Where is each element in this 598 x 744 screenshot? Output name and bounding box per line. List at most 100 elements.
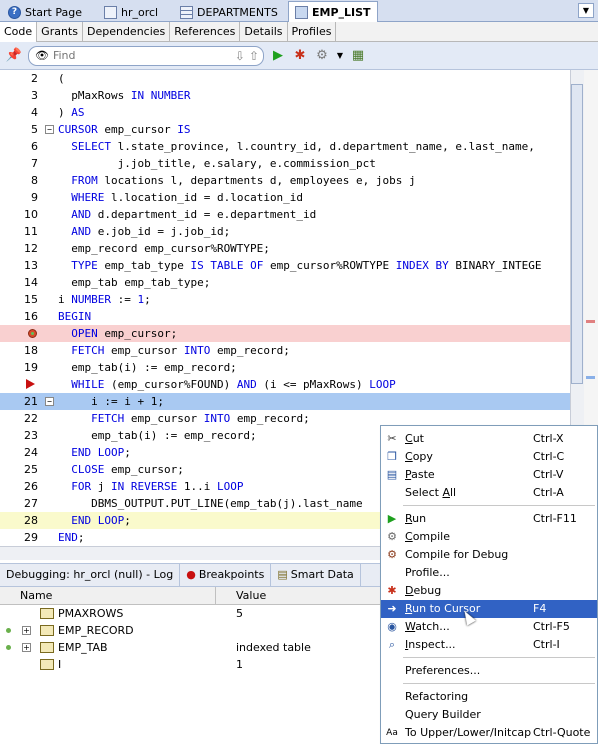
menu-item[interactable]: ✱Debug	[381, 582, 597, 600]
line-number[interactable]: 26	[24, 480, 38, 493]
compile-dropdown-icon[interactable]: ▼	[336, 51, 344, 60]
code-line[interactable]: 22 FETCH emp_cursor INTO emp_record;	[0, 410, 570, 427]
menu-item[interactable]: Query Builder	[381, 706, 597, 724]
line-number[interactable]: 29	[24, 531, 38, 544]
code-line[interactable]: 23 emp_tab(i) := emp_record;	[0, 427, 570, 444]
fold-toggle-icon[interactable]: −	[45, 397, 54, 406]
code-line[interactable]: 7 j.job_title, e.salary, e.commission_pc…	[0, 155, 570, 172]
code-line[interactable]: OPEN emp_cursor;	[0, 325, 570, 342]
menu-item[interactable]: Refactoring	[381, 688, 597, 706]
subtab-references[interactable]: References	[170, 22, 241, 41]
menu-item[interactable]: Profile...	[381, 564, 597, 582]
line-number[interactable]: 2	[31, 72, 38, 85]
find-box[interactable]: 👁 ⇩ ⇧	[28, 45, 264, 66]
expand-icon[interactable]: +	[22, 643, 31, 652]
exec-point-marker[interactable]	[586, 376, 595, 379]
menu-item[interactable]: ⚙Compile	[381, 528, 597, 546]
code-line[interactable]: 4) AS	[0, 104, 570, 121]
code-line[interactable]: 26 FOR j IN REVERSE 1..i LOOP	[0, 478, 570, 495]
value-column-header[interactable]: Value	[236, 589, 267, 602]
subtab-grants[interactable]: Grants	[37, 22, 83, 41]
code-line[interactable]: 13 TYPE emp_tab_type IS TABLE OF emp_cur…	[0, 257, 570, 274]
line-number[interactable]: 11	[24, 225, 38, 238]
line-number[interactable]: 23	[24, 429, 38, 442]
code-line[interactable]: 25 CLOSE emp_cursor;	[0, 461, 570, 478]
subtab-profiles[interactable]: Profiles	[288, 22, 337, 41]
code-line[interactable]: 21− i := i + 1;	[0, 393, 570, 410]
line-number[interactable]: 19	[24, 361, 38, 374]
code-line[interactable]: 3 pMaxRows IN NUMBER	[0, 87, 570, 104]
run-icon[interactable]: ▶	[273, 48, 283, 63]
name-column-header[interactable]: Name	[0, 587, 216, 604]
code-line[interactable]: 24 END LOOP;	[0, 444, 570, 461]
sql-icon[interactable]: ▦	[351, 48, 365, 63]
code-line[interactable]: 11 AND e.job_id = j.job_id;	[0, 223, 570, 240]
line-number[interactable]: 3	[31, 89, 38, 102]
line-number[interactable]: 9	[31, 191, 38, 204]
tab-departments[interactable]: DEPARTMENTS	[174, 2, 284, 22]
line-number[interactable]: 24	[24, 446, 38, 459]
tab-breakpoints[interactable]: ●Breakpoints	[180, 564, 272, 586]
line-number[interactable]: 8	[31, 174, 38, 187]
line-number[interactable]: 13	[24, 259, 38, 272]
menu-item[interactable]: Preferences...	[381, 662, 597, 680]
line-number[interactable]: 16	[24, 310, 38, 323]
line-number[interactable]: 22	[24, 412, 38, 425]
line-number[interactable]: 21	[24, 395, 38, 408]
line-number[interactable]: 6	[31, 140, 38, 153]
expand-icon[interactable]: +	[22, 626, 31, 635]
code-line[interactable]: 12 emp_record emp_cursor%ROWTYPE;	[0, 240, 570, 257]
fold-toggle-icon[interactable]: −	[45, 125, 54, 134]
code-line[interactable]: 14 emp_tab emp_tab_type;	[0, 274, 570, 291]
line-number[interactable]: 4	[31, 106, 38, 119]
tab-smart-data[interactable]: ▤Smart Data	[271, 564, 361, 586]
line-number[interactable]: 12	[24, 242, 38, 255]
find-previous-icon[interactable]: ⇧	[248, 48, 259, 63]
find-next-icon[interactable]: ⇩	[234, 48, 245, 63]
table-row[interactable]: I 1	[0, 656, 380, 673]
line-number[interactable]: 14	[24, 276, 38, 289]
binoculars-icon[interactable]: 👁	[35, 49, 49, 62]
code-line[interactable]: 8 FROM locations l, departments d, emplo…	[0, 172, 570, 189]
compile-gear-icon[interactable]: ⚙	[316, 48, 328, 63]
table-row[interactable]: +EMP_TAB indexed table	[0, 639, 380, 656]
subtab-code[interactable]: Code	[0, 22, 38, 42]
code-line[interactable]: 10 AND d.department_id = e.department_id	[0, 206, 570, 223]
tab-start-page[interactable]: ? Start Page	[2, 2, 88, 22]
line-number[interactable]: 18	[24, 344, 38, 357]
line-number[interactable]: 7	[31, 157, 38, 170]
code-line[interactable]: 19 emp_tab(i) := emp_record;	[0, 359, 570, 376]
tab-hr-orcl[interactable]: hr_orcl	[98, 2, 164, 22]
debug-bug-icon[interactable]: ✱	[294, 48, 306, 63]
line-number[interactable]: 5	[31, 123, 38, 136]
code-line[interactable]: 27 DBMS_OUTPUT.PUT_LINE(emp_tab(j).last_…	[0, 495, 570, 512]
pin-icon[interactable]: 📌	[5, 48, 23, 63]
subtab-details[interactable]: Details	[240, 22, 288, 41]
line-number[interactable]: 10	[24, 208, 38, 221]
tab-list-dropdown-icon[interactable]: ▼	[578, 3, 594, 18]
menu-item[interactable]: ⌕Inspect...Ctrl-I	[381, 636, 597, 654]
table-row[interactable]: PMAXROWS 5	[0, 605, 380, 622]
line-number[interactable]: 27	[24, 497, 38, 510]
code-line[interactable]: 5−CURSOR emp_cursor IS	[0, 121, 570, 138]
vertical-scrollbar-thumb[interactable]	[571, 84, 583, 384]
table-row[interactable]: +EMP_RECORD	[0, 622, 380, 639]
code-line[interactable]: 2(	[0, 70, 570, 87]
line-number[interactable]: 28	[24, 514, 38, 527]
find-input[interactable]	[52, 49, 203, 62]
tab-debug-log[interactable]: Debugging: hr_orcl (null) - Log	[0, 564, 181, 586]
breakpoint-icon[interactable]	[28, 329, 37, 338]
line-number[interactable]: 25	[24, 463, 38, 476]
breakpoint-marker[interactable]	[586, 320, 595, 323]
tab-emp-list[interactable]: EMP_LIST	[288, 1, 378, 22]
